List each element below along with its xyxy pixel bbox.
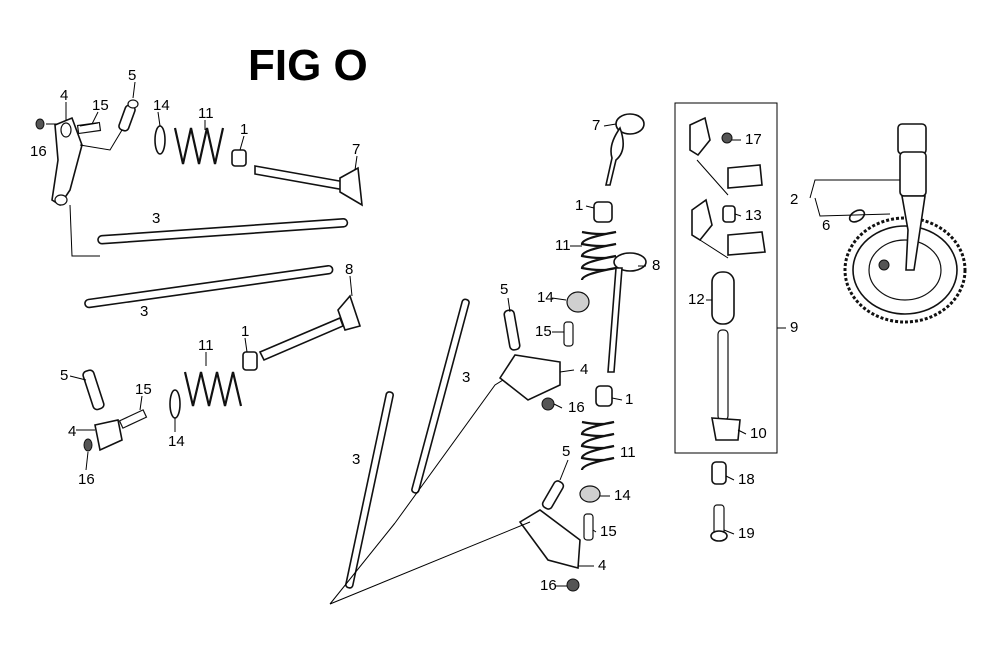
callout-label: 13 (745, 207, 762, 224)
rocker-arm-center-upper (498, 354, 561, 401)
retainer-upper-left (154, 125, 166, 155)
camshaft-gear (843, 123, 967, 324)
pivot-bolt-center-upper (503, 309, 521, 351)
callout-label: 11 (198, 105, 214, 122)
callout-label: 4 (68, 423, 76, 440)
rotator-lower-left (242, 351, 258, 371)
valve-spring-lower-left (183, 371, 243, 407)
callout-label: 3 (140, 303, 148, 320)
callout-label: 15 (135, 381, 152, 398)
callout-label: 10 (750, 425, 767, 442)
valve-upper-left (254, 165, 363, 207)
rocker-arm-upper-left (51, 116, 83, 207)
rotator-upper-left (231, 149, 247, 167)
adjust-screw-lower-left (118, 409, 148, 429)
figure-title: FIG O (248, 41, 368, 90)
nut-lower-left (83, 438, 93, 452)
cam-pin (848, 209, 866, 223)
callout-label: 14 (168, 433, 185, 450)
callout-label: 12 (688, 291, 705, 308)
callout-label: 9 (790, 319, 798, 336)
valve-center-8 (607, 252, 647, 373)
nut-center-upper (541, 397, 555, 411)
callout-label: 15 (92, 97, 109, 114)
pivot-bolt-center-lower (541, 480, 565, 510)
valve-spring-center-upper (580, 230, 617, 281)
callout-label: 1 (240, 121, 248, 138)
valve-lower-left (258, 294, 362, 362)
pushrod-upper-left-1 (97, 218, 349, 245)
rotator-center-lower (595, 385, 613, 407)
pushrod-center-1 (411, 298, 470, 494)
callout-label: 11 (620, 444, 636, 461)
callout-label: 7 (352, 141, 360, 158)
callout-label: 15 (600, 523, 617, 540)
callout-label: 15 (535, 323, 552, 340)
callout-label: 5 (60, 367, 68, 384)
callout-label: 3 (152, 210, 160, 227)
pivot-bolt-upper-left (118, 99, 139, 132)
callout-label: 19 (738, 525, 755, 542)
callout-label: 16 (568, 399, 585, 416)
callout-label: 5 (500, 281, 508, 298)
decomp-parts (689, 116, 766, 542)
retainer-lower-left (169, 389, 181, 419)
decomp-assy-box (674, 102, 778, 454)
callout-labels: 5 4 15 14 11 1 16 7 3 3 8 5 11 1 15 4 14… (30, 67, 830, 594)
adjust-screw-upper-left (76, 121, 102, 135)
callout-label: 1 (625, 391, 633, 408)
callout-label: 3 (462, 369, 470, 386)
callout-label: 5 (562, 443, 570, 460)
callout-label: 2 (790, 191, 798, 208)
callout-label: 16 (30, 143, 47, 160)
callout-label: 11 (198, 337, 214, 354)
callout-label: 5 (128, 67, 136, 84)
pivot-bolt-lower-left (82, 369, 105, 411)
callout-label: 3 (352, 451, 360, 468)
retainer-center-lower (579, 485, 601, 503)
pushrod-center-2 (345, 391, 394, 589)
callout-leaders (65, 81, 786, 587)
callout-label: 8 (652, 257, 660, 274)
callout-label: 14 (537, 289, 554, 306)
callout-label: 6 (822, 217, 830, 234)
callout-label: 1 (575, 197, 583, 214)
callout-label: 14 (153, 97, 170, 114)
rocker-arm-lower-left (94, 419, 123, 452)
nut-center-lower (566, 578, 580, 592)
valve-spring-center-lower (580, 420, 615, 471)
adjust-screw-center-lower (583, 513, 594, 541)
nut-upper-left (35, 118, 45, 130)
callout-label: 17 (745, 131, 762, 148)
callout-label: 8 (345, 261, 353, 278)
callout-label: 4 (598, 557, 606, 574)
rocker-arm-center-lower (518, 509, 581, 570)
callout-label: 7 (592, 117, 600, 134)
valve-spring-upper-left (173, 127, 225, 165)
callout-label: 16 (78, 471, 95, 488)
callout-label: 4 (60, 87, 68, 104)
callout-label: 18 (738, 471, 755, 488)
retainer-center-upper (566, 291, 590, 313)
valve-center-7 (605, 113, 645, 186)
rotator-center-upper (593, 201, 613, 223)
callout-label: 11 (555, 237, 571, 254)
adjust-screw-center-upper (563, 321, 574, 347)
callout-label: 1 (241, 323, 249, 340)
callout-label: 14 (614, 487, 631, 504)
callout-label: 4 (580, 361, 588, 378)
callout-label: 16 (540, 577, 557, 594)
pushrod-upper-left-2 (84, 264, 334, 309)
